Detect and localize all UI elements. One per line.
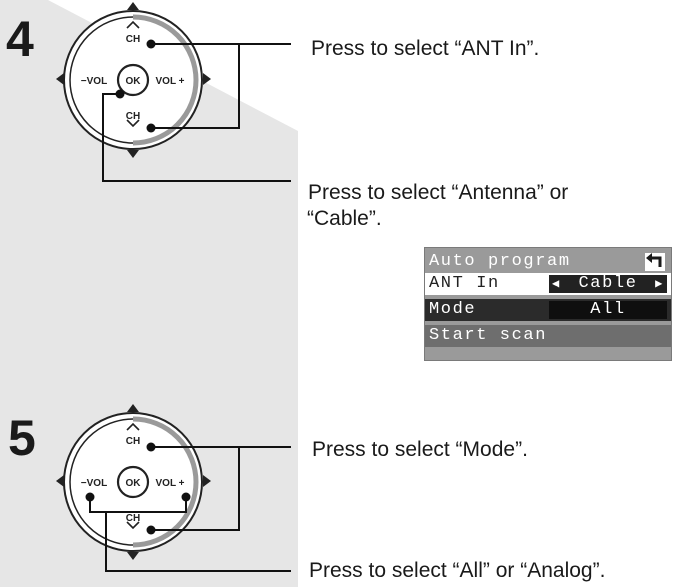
right-arrow-icon: [203, 475, 211, 487]
step-number-4: 4: [6, 11, 34, 67]
remote-pad-step4: [56, 2, 291, 182]
menu-row-ant-in[interactable]: ANT In ◀ Cable ▶: [425, 273, 671, 295]
ch-up-chevron-icon: [126, 20, 140, 29]
left-triangle-icon: ◀: [552, 277, 561, 291]
up-arrow-icon: [127, 404, 139, 412]
ch-up-label: CH: [126, 436, 140, 447]
menu-title: Auto program: [429, 252, 571, 271]
ch-down-label: CH: [126, 111, 140, 122]
auto-program-menu: Auto program ANT In ◀ Cable ▶ Mode All S…: [424, 247, 672, 361]
menu-row-mode[interactable]: Mode All: [425, 299, 671, 321]
vol-minus-label: −VOL: [81, 76, 107, 87]
down-arrow-icon: [127, 552, 139, 560]
menu-row-label: ANT In: [429, 274, 500, 293]
instruction-select-antenna-cable: Press to select “Antenna” or: [308, 181, 569, 204]
ch-up-label: CH: [126, 34, 140, 45]
instruction-select-all-analog: Press to select “All” or “Analog”.: [309, 559, 606, 582]
return-arrow-icon[interactable]: [645, 253, 665, 271]
ch-up-chevron-icon: [126, 422, 140, 431]
remote-pad-step5: [56, 404, 291, 572]
left-arrow-icon: [56, 73, 64, 85]
panel-background: [0, 0, 298, 587]
vol-minus-label: −VOL: [81, 478, 107, 489]
vol-plus-label: VOL +: [156, 76, 185, 87]
ant-in-value: Cable: [578, 274, 638, 293]
ok-label: OK: [126, 478, 142, 489]
ch-down-chevron-icon: [126, 521, 140, 530]
step-number-5: 5: [8, 410, 36, 466]
left-arrow-icon: [56, 475, 64, 487]
ch-down-label: CH: [126, 513, 140, 524]
instruction-select-mode: Press to select “Mode”.: [312, 438, 528, 461]
instruction-select-antenna-cable-cont: “Cable”.: [307, 207, 382, 230]
ok-button: [116, 465, 150, 499]
ok-button: [116, 63, 150, 97]
ok-label: OK: [126, 76, 142, 87]
vol-plus-label: VOL +: [156, 478, 185, 489]
mode-value: All: [549, 301, 667, 319]
menu-title-row: Auto program: [425, 251, 671, 273]
instruction-select-ant-in: Press to select “ANT In”.: [311, 37, 540, 60]
right-triangle-icon: ▶: [655, 277, 664, 291]
menu-row-start-scan[interactable]: Start scan: [425, 325, 671, 347]
menu-row-label: Mode: [429, 300, 477, 319]
menu-row-label: Start scan: [429, 326, 548, 345]
up-arrow-icon: [127, 2, 139, 10]
right-arrow-icon: [203, 73, 211, 85]
menu-row-value[interactable]: ◀ Cable ▶: [549, 275, 667, 293]
ch-down-chevron-icon: [126, 119, 140, 128]
down-arrow-icon: [127, 150, 139, 158]
